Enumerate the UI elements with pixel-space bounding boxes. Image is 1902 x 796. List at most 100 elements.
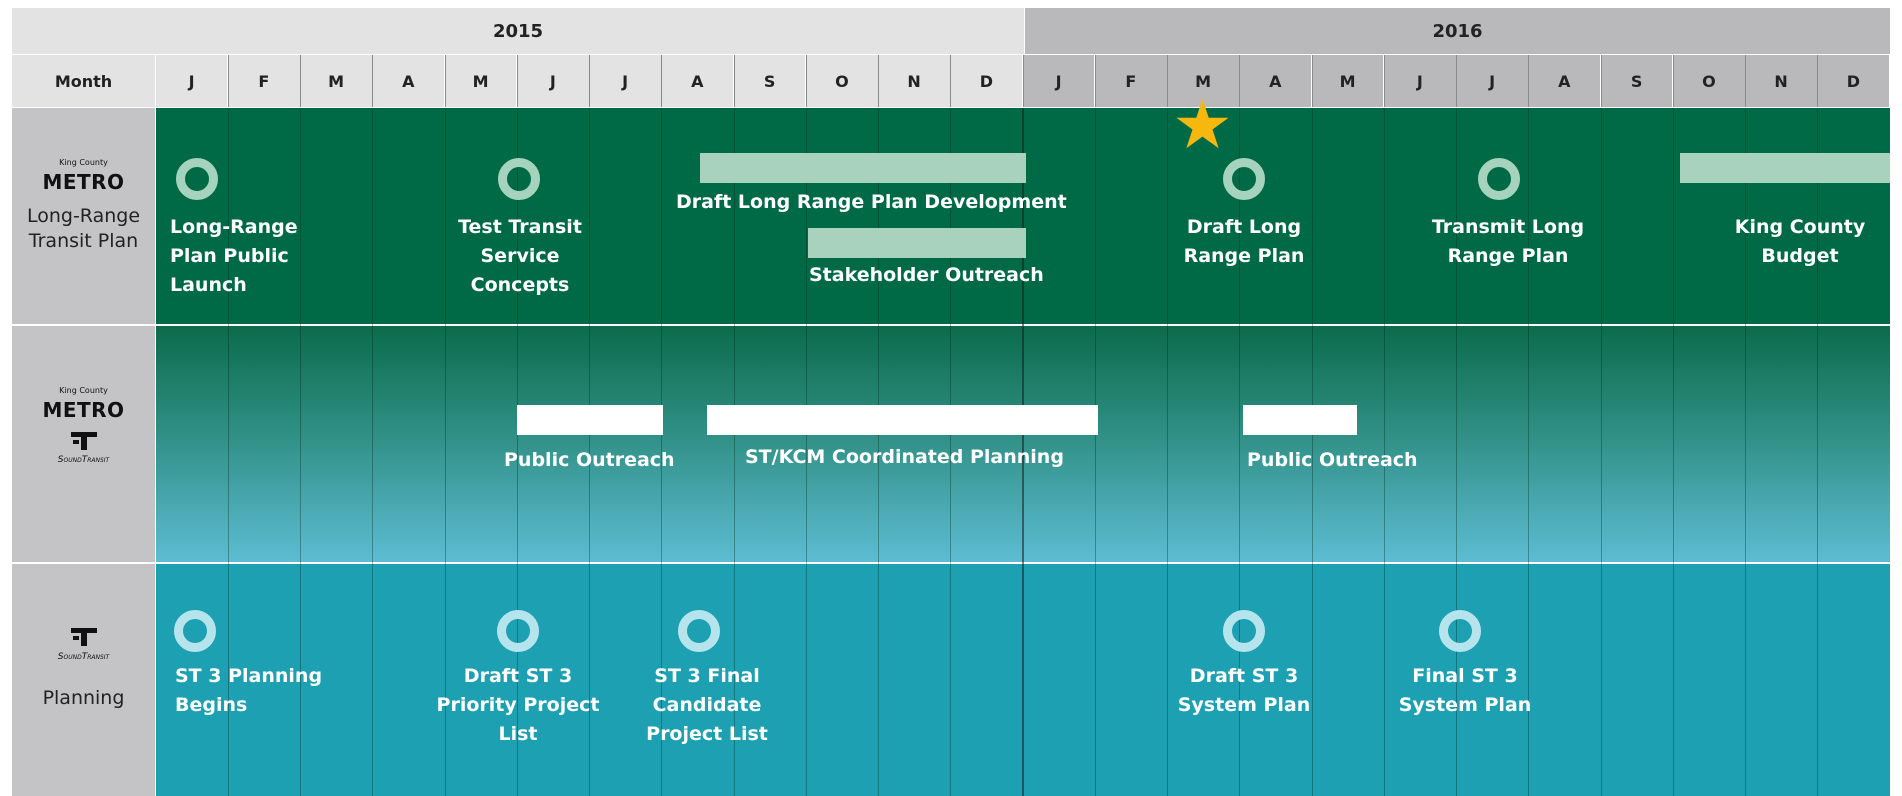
month-cell: F (1095, 55, 1167, 107)
draft-long-range-plan-l1: Draft Long (1186, 216, 1302, 238)
month-grid-line (1456, 108, 1457, 796)
draft-system-plan-l1: Draft ST 3 (1189, 665, 1299, 687)
public-outreach-label-2: Public Outreach (1247, 449, 1418, 471)
public-outreach-bar-1 (517, 405, 663, 435)
metro-logo-name: METRO (42, 170, 125, 194)
row-label-st: SoundTransit Planning (12, 564, 155, 796)
month-cell: J (1384, 55, 1456, 107)
header-divider-line (227, 55, 229, 107)
month-grid-line (589, 108, 590, 796)
month-grid-line (1817, 108, 1819, 796)
king-county-budget-label-l2: Budget (1761, 245, 1839, 267)
draft-system-plan-label: Draft ST 3 System Plan (1144, 662, 1344, 720)
header-divider-line (1022, 55, 1024, 107)
soundtransit-logo-icon (69, 430, 99, 452)
month-cell: J (517, 55, 589, 107)
soundtransit-logo-text: SoundTransit (57, 652, 110, 662)
draft-priority-list-l1: Draft ST 3 (463, 665, 573, 687)
month-header-label: Month (12, 55, 155, 107)
st3-planning-begins-l1: ST 3 Planning (175, 665, 323, 687)
draft-priority-list-l3: List (498, 723, 538, 745)
draft-priority-list-l2: Priority Project (436, 694, 600, 716)
draft-priority-list-label: Draft ST 3 Priority Project List (428, 662, 608, 749)
final-candidate-list-l3: Project List (646, 723, 768, 745)
coordinated-planning-bar (707, 405, 1098, 435)
king-county-logo-text: King County (59, 158, 108, 167)
king-county-budget-label: King County Budget (1700, 213, 1900, 271)
header-divider-line (1239, 55, 1241, 107)
month-grid-line (300, 108, 301, 796)
header-divider-line (1600, 55, 1602, 107)
launch-milestone-l1: Long-Range (170, 216, 298, 238)
header-divider-line (1745, 55, 1746, 107)
header-divider-line (661, 55, 663, 107)
soundtransit-logo-text: SoundTransit (57, 455, 110, 465)
transmit-long-range-plan-l1: Transmit Long (1431, 216, 1585, 238)
month-grid-line (661, 108, 663, 796)
final-system-plan-l2: System Plan (1398, 694, 1532, 716)
test-concepts-l3: Concepts (470, 274, 570, 296)
star-icon: ★ (1172, 86, 1233, 165)
header-divider-line (1311, 55, 1313, 107)
month-grid-line (805, 108, 807, 796)
month-grid-line (1528, 108, 1530, 796)
row-label-metro: King County METRO Long-Range Transit Pla… (12, 108, 155, 324)
header-divider-line (1456, 55, 1457, 107)
header-divider-line (516, 55, 518, 107)
coordinated-planning-label: ST/KCM Coordinated Planning (745, 446, 1064, 468)
draft-plan-development-label: Draft Long Range Plan Development (676, 191, 1067, 213)
draft-long-range-plan-label: Draft Long Range Plan (1144, 213, 1344, 271)
soundtransit-logo-icon (69, 626, 99, 648)
month-cell: J (589, 55, 661, 107)
header-divider-line (733, 55, 735, 107)
month-grid-line (1311, 108, 1313, 796)
row-label-joint: King County METRO SoundTransit (12, 326, 155, 562)
header-divider-line (805, 55, 807, 107)
test-concepts-l2: Service (480, 245, 560, 267)
month-grid-line (878, 108, 879, 796)
st3-planning-begins-l2: Begins (175, 694, 248, 716)
milestone-ring-icon (176, 158, 218, 200)
year-2016-header: 2016 (1025, 8, 1890, 54)
draft-plan-development-bar (700, 153, 1026, 183)
month-grid-line (444, 108, 446, 796)
final-candidate-list-l1: ST 3 Final (654, 665, 760, 687)
header-divider-line (1672, 55, 1674, 107)
test-concepts-milestone-label: Test Transit Service Concepts (430, 213, 610, 300)
header-divider-line (878, 55, 879, 107)
final-candidate-list-label: ST 3 Final Candidate Project List (617, 662, 797, 749)
milestone-ring-icon (497, 610, 539, 652)
month-cell: A (661, 55, 733, 107)
month-grid-line (733, 108, 735, 796)
launch-milestone-label: Long-Range Plan Public Launch (170, 213, 350, 300)
month-cell: O (806, 55, 878, 107)
milestone-ring-icon (1223, 610, 1265, 652)
king-county-logo-text: King County (59, 386, 108, 395)
month-cell: S (734, 55, 806, 107)
month-cell: D (1817, 55, 1889, 107)
public-outreach-bar-2 (1243, 405, 1357, 435)
transmit-long-range-plan-l2: Range Plan (1447, 245, 1569, 267)
month-cell: A (1239, 55, 1311, 107)
header-divider-line (444, 55, 446, 107)
month-grid-line (372, 108, 374, 796)
month-grid-line (1383, 108, 1385, 796)
header-divider-line (950, 55, 952, 107)
month-grid-line (227, 108, 229, 796)
launch-milestone-l3: Launch (170, 274, 247, 296)
final-system-plan-l1: Final ST 3 (1412, 665, 1518, 687)
st-row-label: Planning (42, 687, 125, 709)
milestone-ring-icon (174, 610, 216, 652)
month-grid-line (516, 108, 518, 796)
month-cell: N (1745, 55, 1817, 107)
month-cell: J (1023, 55, 1095, 107)
month-cell: M (1167, 55, 1239, 107)
month-cell: M (445, 55, 517, 107)
month-grid-line (1167, 108, 1168, 796)
month-cell: J (1456, 55, 1528, 107)
metro-row-label-line2: Transit Plan (28, 230, 139, 252)
header-divider-line (1817, 55, 1819, 107)
month-cell: F (228, 55, 300, 107)
king-county-budget-bar (1680, 153, 1890, 183)
